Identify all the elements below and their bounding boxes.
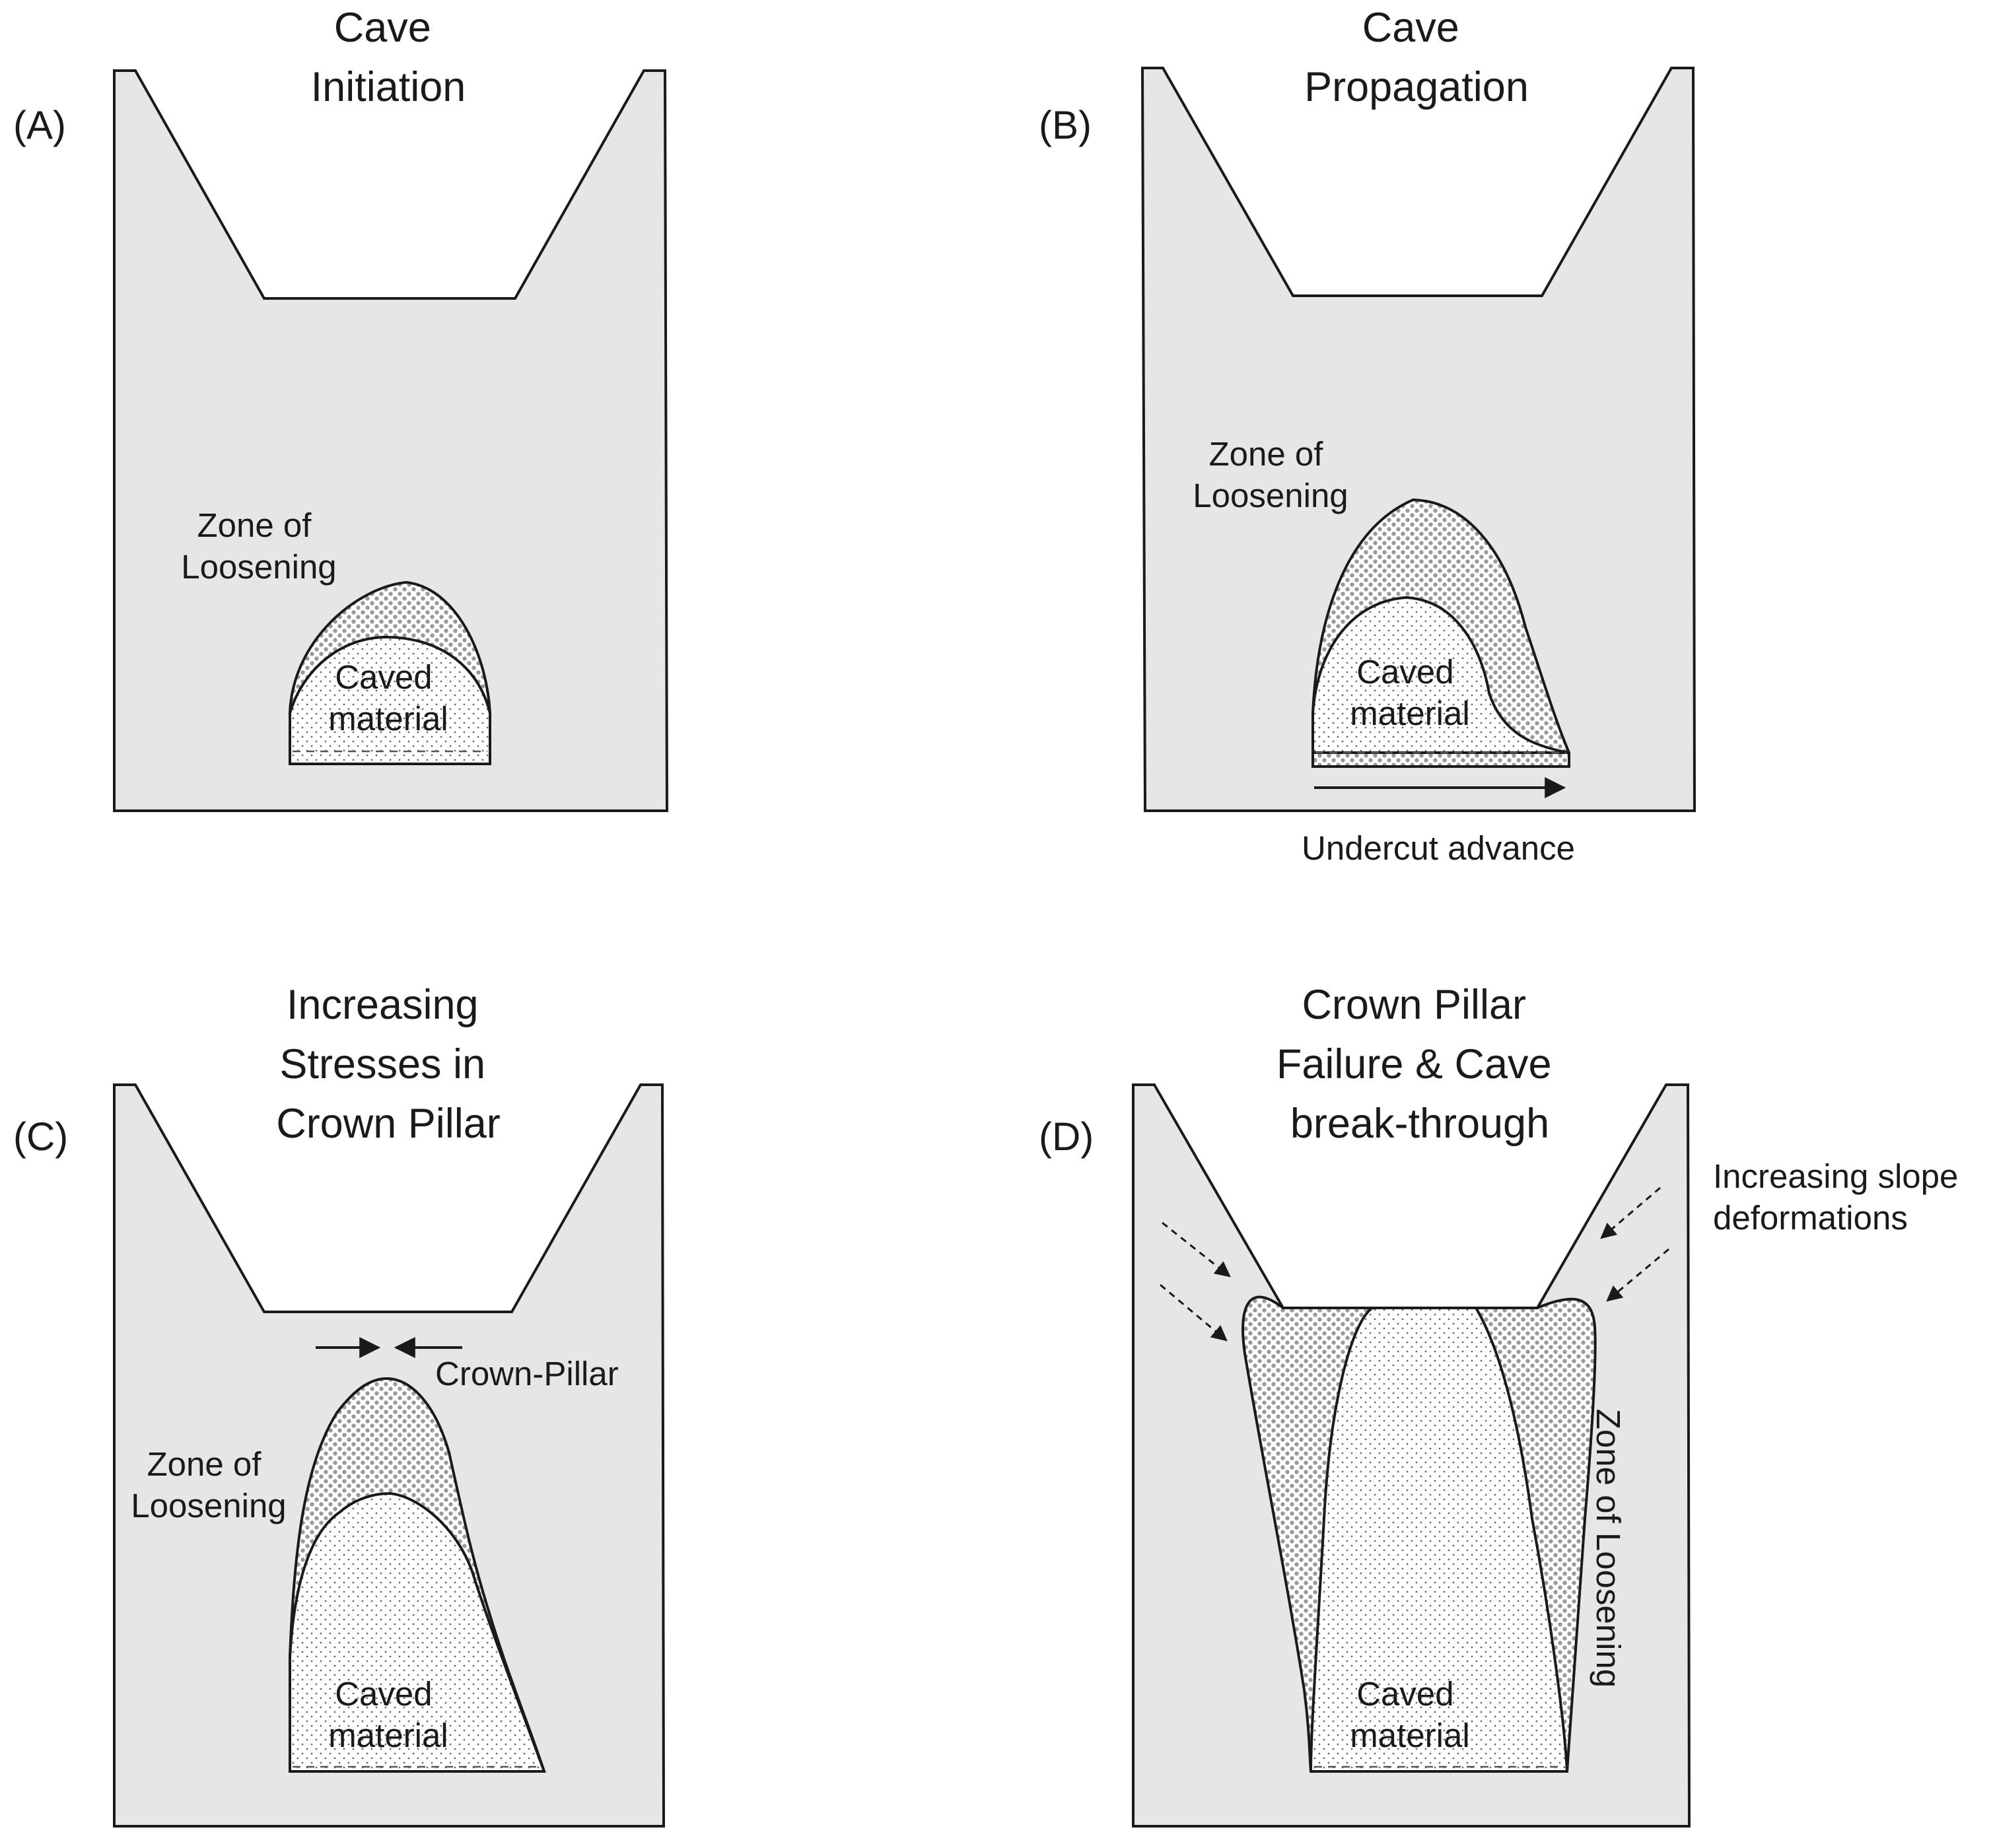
panel-b: Cave Propagation (B) Undercut advance Zo… [1039, 5, 1696, 867]
panel-d-deformation-arrow-left-2 [1160, 1283, 1228, 1342]
panel-d-deformation-arrow-left-1 [1162, 1221, 1231, 1278]
panel-d-deformation-arrow-right-1 [1600, 1186, 1661, 1239]
panel-b-caved-label: Caved material [1350, 653, 1469, 732]
panel-c-title-line-3: Crown Pillar [276, 1101, 501, 1147]
panel-b-caved-material [1311, 596, 1570, 754]
panel-b-rock-mass [1140, 67, 1696, 812]
panel-d-deformation-label: Increasing slope deformations [1713, 1157, 1968, 1237]
panel-b-undercut-advance-label: Undercut advance [1302, 829, 1575, 867]
panel-a: Cave Initiation (A) Zone of Loosening Ca… [13, 5, 669, 812]
panel-a-title-line-1: Cave [334, 5, 431, 51]
panel-c-title-line-1: Increasing [287, 982, 479, 1028]
panel-c-title: Increasing Stresses in Crown Pillar [276, 982, 501, 1147]
panel-b-title-line-2: Propagation [1304, 64, 1529, 110]
panel-d-title: Crown Pillar Failure & Cave break-throug… [1276, 982, 1563, 1147]
panel-b-title: Cave Propagation [1304, 5, 1529, 110]
panel-c-crown-pillar-label: Crown-Pillar [435, 1355, 619, 1392]
panel-d-caved-label: Caved material [1350, 1675, 1469, 1754]
panel-a-caved-label: Caved material [328, 658, 448, 737]
panel-b-zone-label: Zone of Loosening [1193, 435, 1348, 514]
panel-d-title-line-2: Failure & Cave [1276, 1041, 1552, 1087]
panel-d-zone-label: Zone of Loosening [1590, 1409, 1627, 1688]
panel-c-zone-label: Zone of Loosening [131, 1445, 286, 1524]
panel-d-label: (D) [1039, 1114, 1094, 1159]
panel-a-caved-material [289, 635, 491, 765]
panel-d: Crown Pillar Failure & Cave break-throug… [1039, 982, 1968, 1828]
panel-b-label: (B) [1039, 103, 1092, 147]
panel-c-title-line-2: Stresses in [279, 1041, 485, 1087]
panel-c-label: (C) [13, 1114, 68, 1159]
panel-d-title-line-1: Crown Pillar [1302, 982, 1526, 1028]
panel-a-label: (A) [13, 103, 66, 147]
panel-a-rock-mass [113, 69, 669, 812]
panel-d-title-line-3: break-through [1290, 1101, 1549, 1147]
panel-c: Increasing Stresses in Crown Pillar (C) … [13, 982, 666, 1828]
panel-a-title: Cave Initiation [311, 5, 466, 110]
panel-c-caved-label: Caved material [328, 1675, 448, 1754]
panel-d-deformation-arrow-right-2 [1606, 1248, 1669, 1302]
panel-c-caved-material [289, 1491, 546, 1773]
panel-b-title-line-1: Cave [1362, 5, 1459, 51]
panel-a-zone-label: Zone of Loosening [181, 506, 336, 586]
panel-a-title-line-2: Initiation [311, 64, 466, 110]
